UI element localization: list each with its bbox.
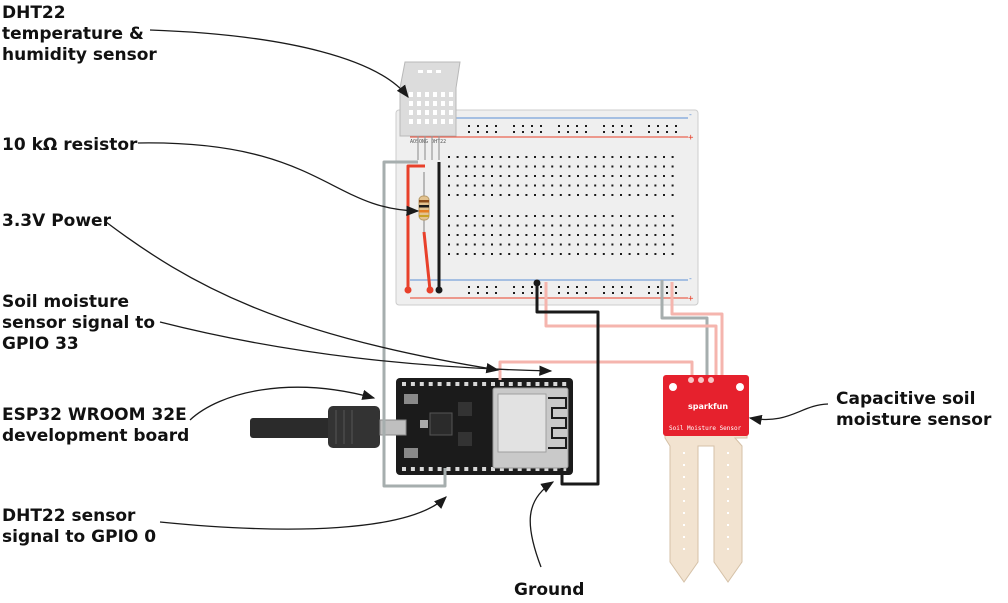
wires [382,160,724,488]
label-power: 3.3V Power [2,211,111,231]
dht22-grille [409,70,453,124]
esp32-board [396,378,573,475]
label-esp32: ESP32 WROOM 32E development board [2,405,190,446]
arrow-dht22 [149,29,409,99]
callout-arrows [105,29,829,568]
label-resistor: 10 kΩ resistor [2,135,138,155]
label-dht-signal: DHT22 sensor signal to GPIO 0 [2,506,157,547]
breadboard-holes [448,125,677,294]
label-capacitive: Capacitive soil moisture sensor [836,389,992,430]
dht22-sensor: AOSONG DHT22 [399,61,461,160]
arrow-capacitive [748,403,829,426]
svg-text:-: - [688,110,693,119]
arrow-esp32 [189,386,376,421]
arrow-soil-signal [159,321,553,376]
usb-cable [250,406,407,448]
soil-sensor-name: Soil Moisture Sensor [669,425,742,432]
arrow-dht-signal [159,496,447,530]
label-ground: Ground [514,580,585,600]
arrow-ground [529,481,555,568]
arrow-power [105,221,500,374]
breadboard: - + - + [395,109,699,306]
svg-text:+: + [688,133,694,143]
soil-brand: sparkfun [688,402,728,411]
svg-text:+: + [688,294,694,304]
soil-moisture-sensor: sparkfun Soil Moisture Sensor [663,375,749,583]
svg-text:-: - [688,274,693,283]
label-soil-signal: Soil moisture sensor signal to GPIO 33 [2,292,156,354]
label-dht22: DHT22 temperature & humidity sensor [2,3,157,65]
soil-probe-dots [683,452,729,550]
arrow-resistor [137,142,420,217]
dht22-marking: AOSONG DHT22 [410,139,446,145]
esp32-pin-headers [402,382,567,471]
